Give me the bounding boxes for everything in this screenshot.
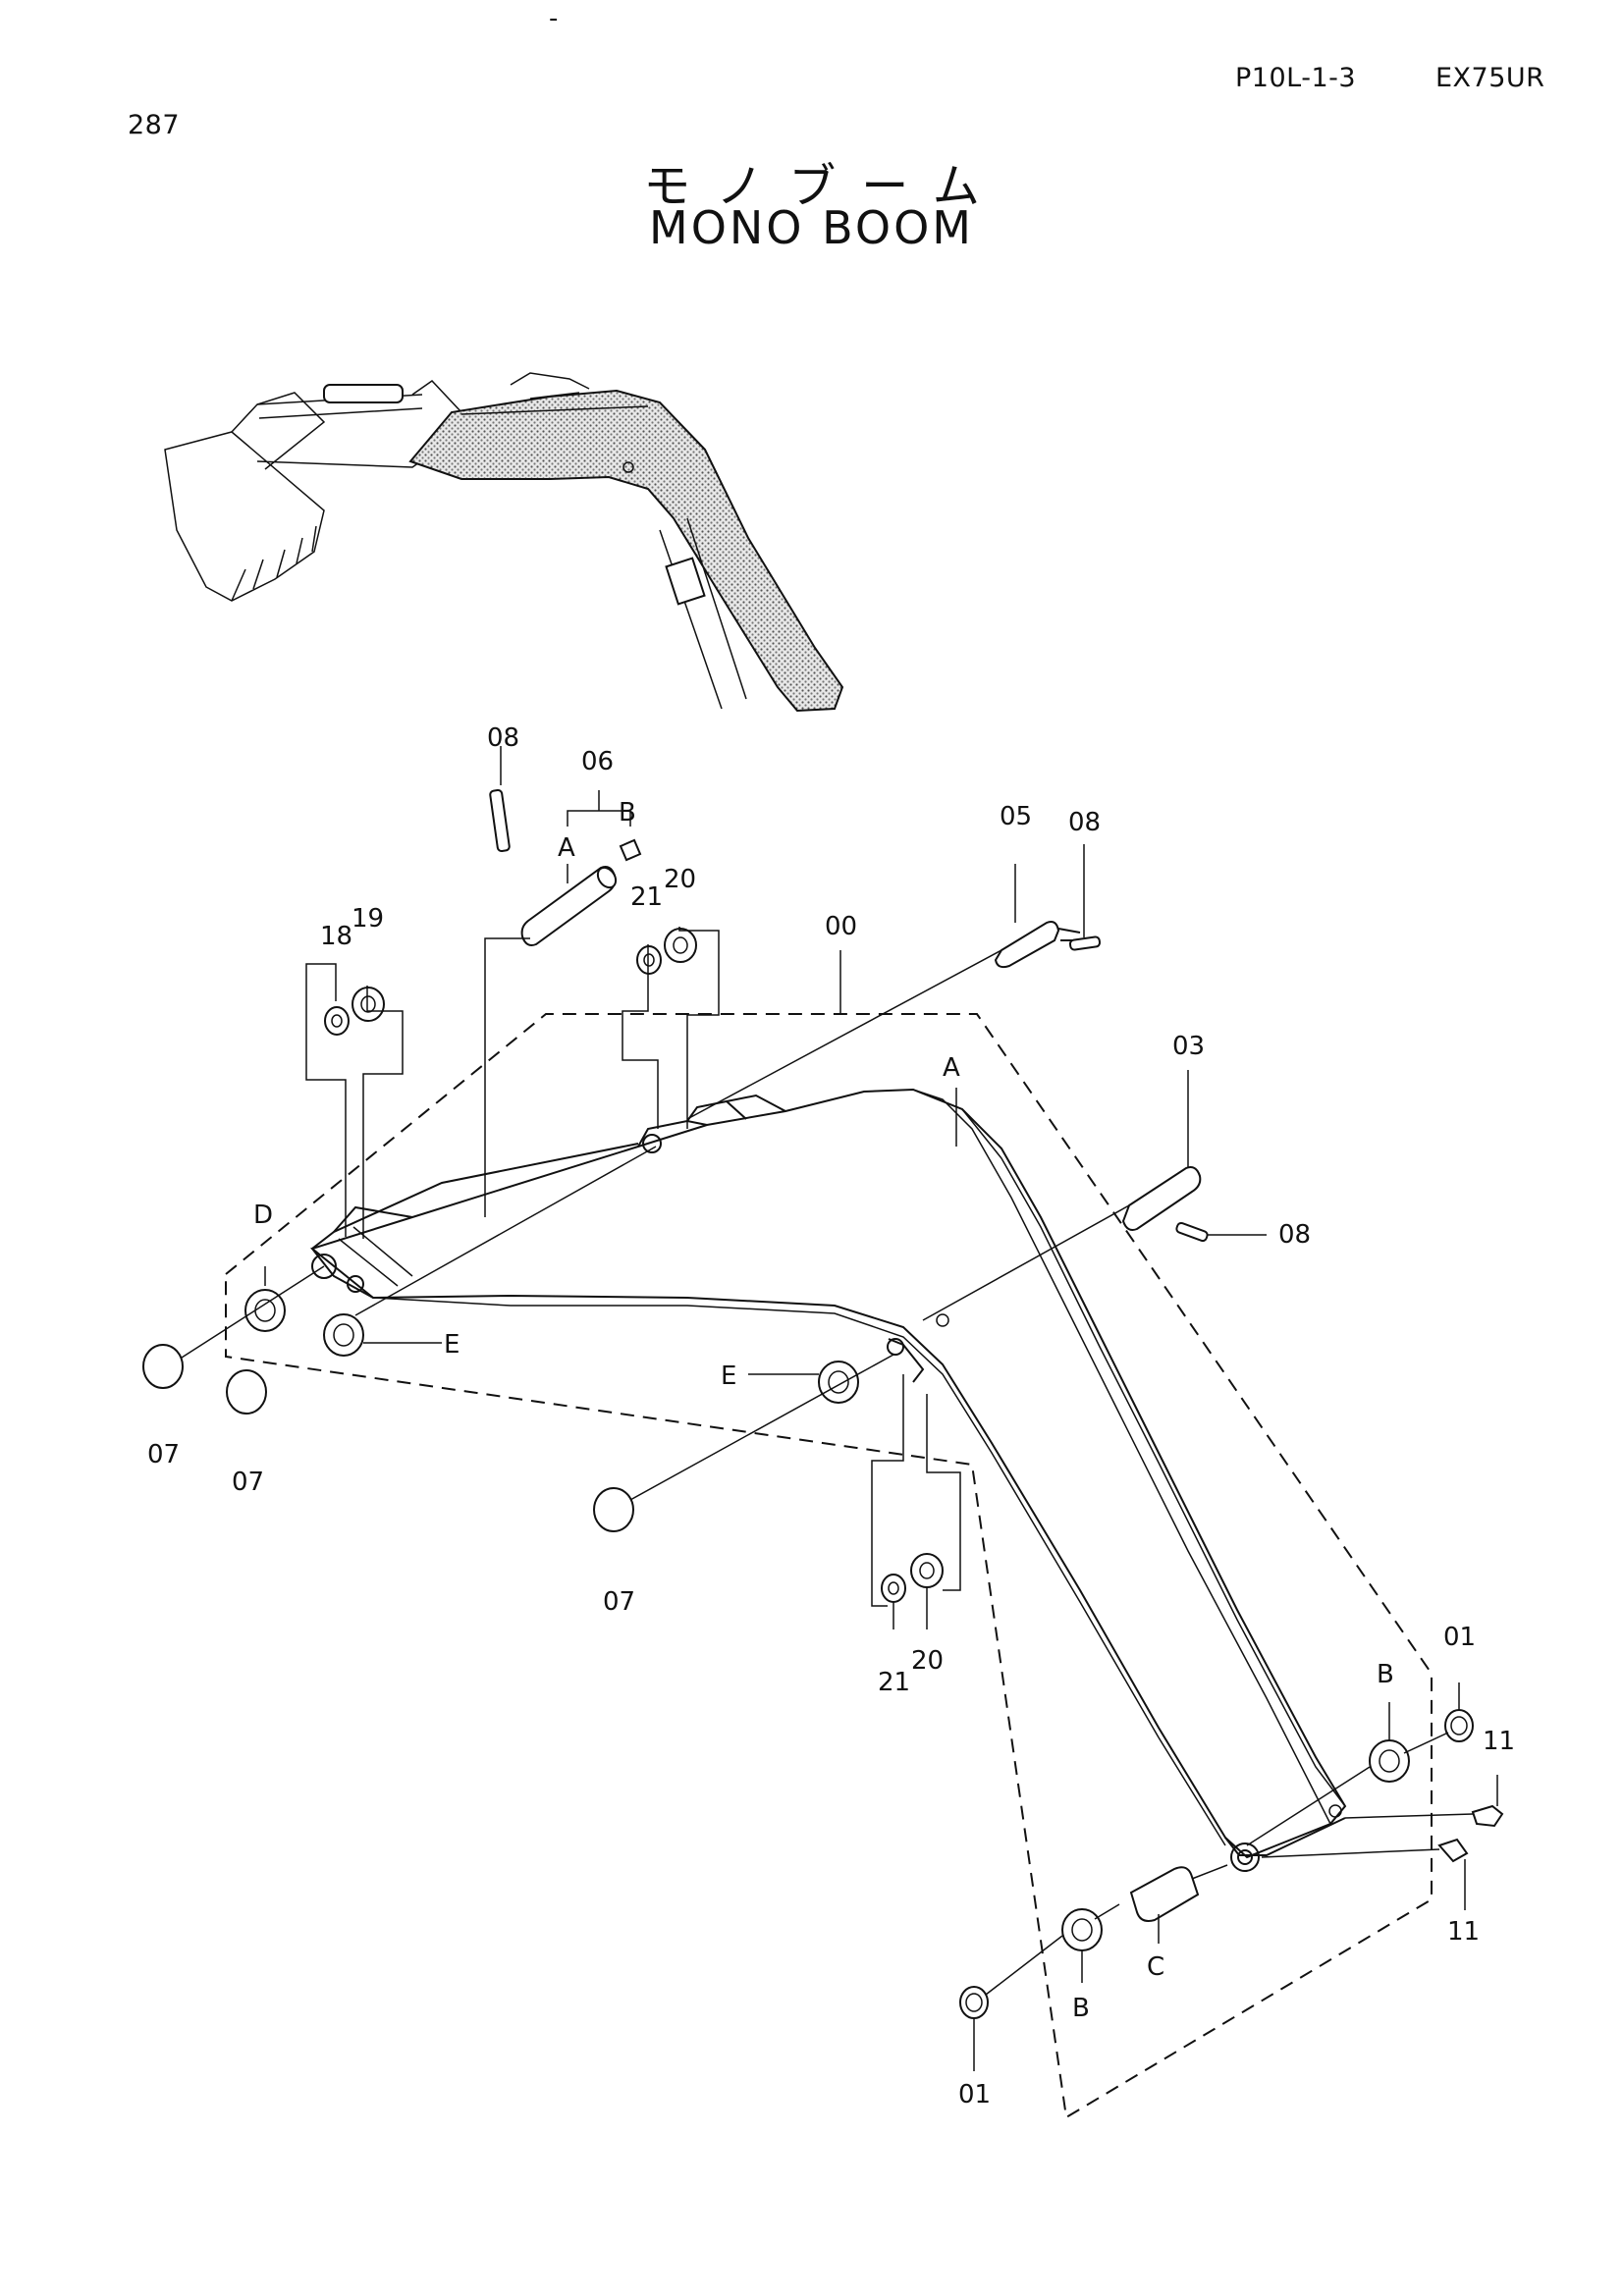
letter-b-nipple: B (619, 798, 636, 828)
letter-a-boom: A (943, 1053, 960, 1083)
boom-body (309, 1088, 1347, 1872)
callout-01-right: 01 (1443, 1623, 1476, 1652)
overview-thumbnail (164, 372, 844, 713)
callout-08-top: 08 (487, 723, 519, 753)
page-number: 287 (128, 110, 181, 140)
callout-07-bottom: 07 (603, 1587, 635, 1617)
callout-21-top: 21 (630, 882, 663, 912)
callout-19: 19 (352, 904, 384, 934)
callout-21-bottom: 21 (878, 1668, 910, 1697)
callout-11-bottom: 11 (1447, 1917, 1480, 1947)
callout-20-top: 20 (664, 865, 696, 894)
leader-lines (181, 746, 1498, 2071)
callout-06: 06 (581, 747, 614, 776)
parts (142, 788, 1504, 2019)
letter-c: C (1147, 1952, 1164, 1982)
callout-00: 00 (825, 912, 857, 941)
callout-18: 18 (320, 922, 352, 951)
top-mark: - (549, 4, 559, 33)
callout-05: 05 (1000, 802, 1032, 831)
callout-08-right: 08 (1278, 1220, 1311, 1250)
callout-20-bottom: 20 (911, 1646, 944, 1676)
callout-08-right-top: 08 (1068, 808, 1101, 837)
letter-b-right: B (1377, 1660, 1394, 1689)
callout-03: 03 (1172, 1032, 1205, 1061)
title-japanese: モノブーム (643, 159, 1005, 214)
title-english: MONO BOOM (649, 201, 974, 254)
callout-07-left: 07 (147, 1440, 180, 1469)
letter-d: D (253, 1201, 273, 1230)
callout-11-top: 11 (1483, 1727, 1515, 1756)
letter-b-bottom: B (1072, 1994, 1090, 2023)
model-number: EX75UR (1435, 63, 1545, 93)
callout-01-bottom: 01 (958, 2080, 991, 2109)
document-code: P10L-1-3 (1235, 63, 1357, 93)
letter-e-mid: E (721, 1362, 736, 1391)
letter-a-pin: A (558, 833, 575, 863)
callout-07-mid: 07 (232, 1468, 264, 1497)
letter-e-left: E (444, 1330, 460, 1360)
